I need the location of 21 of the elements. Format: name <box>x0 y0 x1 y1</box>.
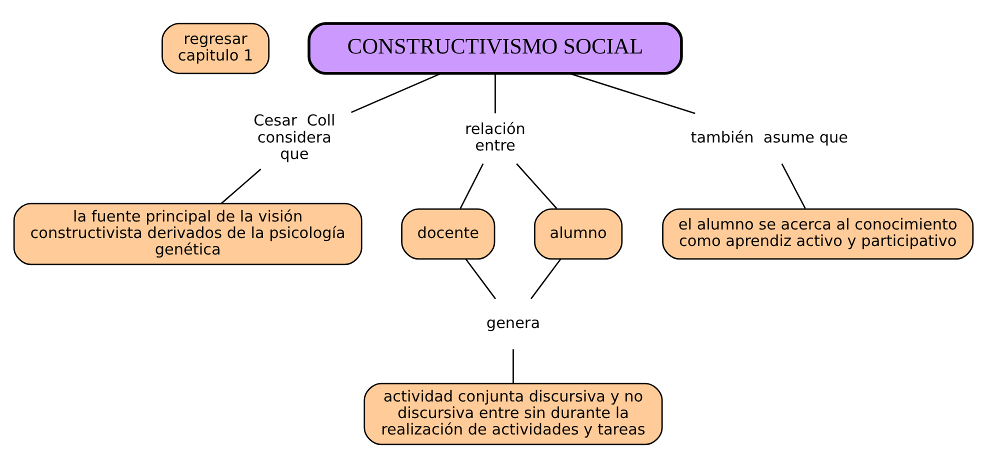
connector <box>516 163 558 209</box>
connector <box>569 72 696 114</box>
node-text: relación entre <box>465 120 526 155</box>
connector <box>512 349 514 384</box>
node-box: actividad conjunta discursiva y no discursiva entre sin durante la realización de actividades y tareas <box>364 382 663 446</box>
node-text: genera <box>486 314 540 332</box>
connector <box>781 163 806 209</box>
node-box: alumno <box>534 208 623 260</box>
node-box: la fuente principal de la visión constructivista derivados de la psicología genética <box>13 202 362 266</box>
connector <box>494 74 496 114</box>
node-box: docente <box>401 208 496 260</box>
node-box: el alumno se acerca al conocimiento como aprendiz activo y participativo <box>662 208 974 260</box>
node-text: también asume que <box>690 128 848 146</box>
connector <box>351 72 442 114</box>
node-box: regresar capitulo 1 <box>162 22 270 74</box>
connector <box>460 163 484 209</box>
connector <box>530 258 562 300</box>
connector <box>465 258 496 300</box>
node-text: Cesar Coll considera que <box>254 112 336 163</box>
connector <box>220 168 262 204</box>
node-box: CONSTRUCTIVISMO SOCIAL <box>308 22 683 75</box>
